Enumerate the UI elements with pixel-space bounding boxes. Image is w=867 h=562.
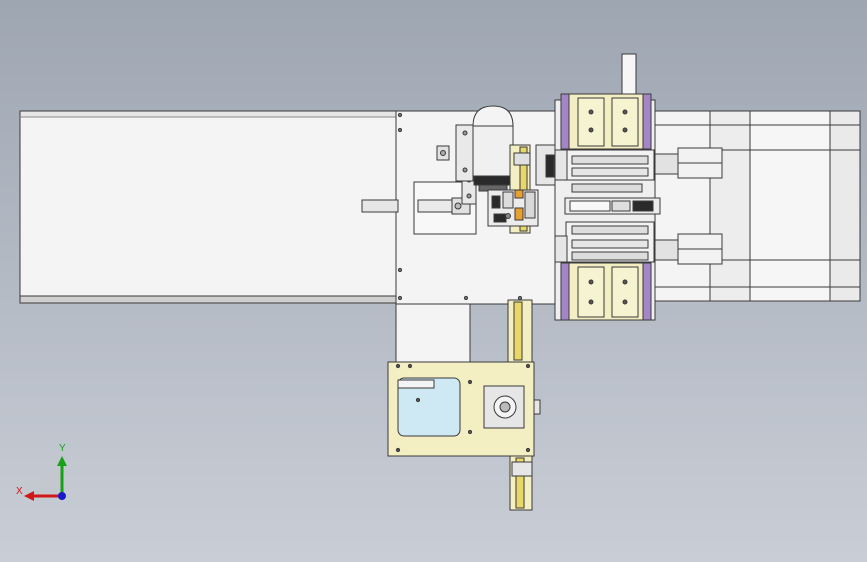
motor-lower xyxy=(654,233,723,265)
support-column xyxy=(395,303,471,363)
bottom-plate xyxy=(387,361,541,457)
motor-upper xyxy=(654,147,723,179)
coordinate-triad xyxy=(24,456,67,501)
module-lower xyxy=(560,262,652,321)
carriage-middle xyxy=(564,197,661,215)
gripper-cluster xyxy=(487,144,557,227)
x-axis-label: X xyxy=(16,486,23,497)
triad-plane-icon xyxy=(32,468,62,496)
slide-upper xyxy=(554,149,655,193)
inner-window xyxy=(413,171,477,235)
motor-dome xyxy=(472,105,514,192)
conveyor-beam xyxy=(19,110,397,304)
bracket-small xyxy=(436,124,475,182)
shaft-left xyxy=(361,199,399,213)
post-top xyxy=(621,53,637,101)
slide-lower xyxy=(554,221,655,263)
z-axis-icon xyxy=(58,492,66,500)
module-upper xyxy=(560,93,652,150)
rail-vertical xyxy=(507,299,533,511)
y-axis-label: Y xyxy=(59,443,66,454)
